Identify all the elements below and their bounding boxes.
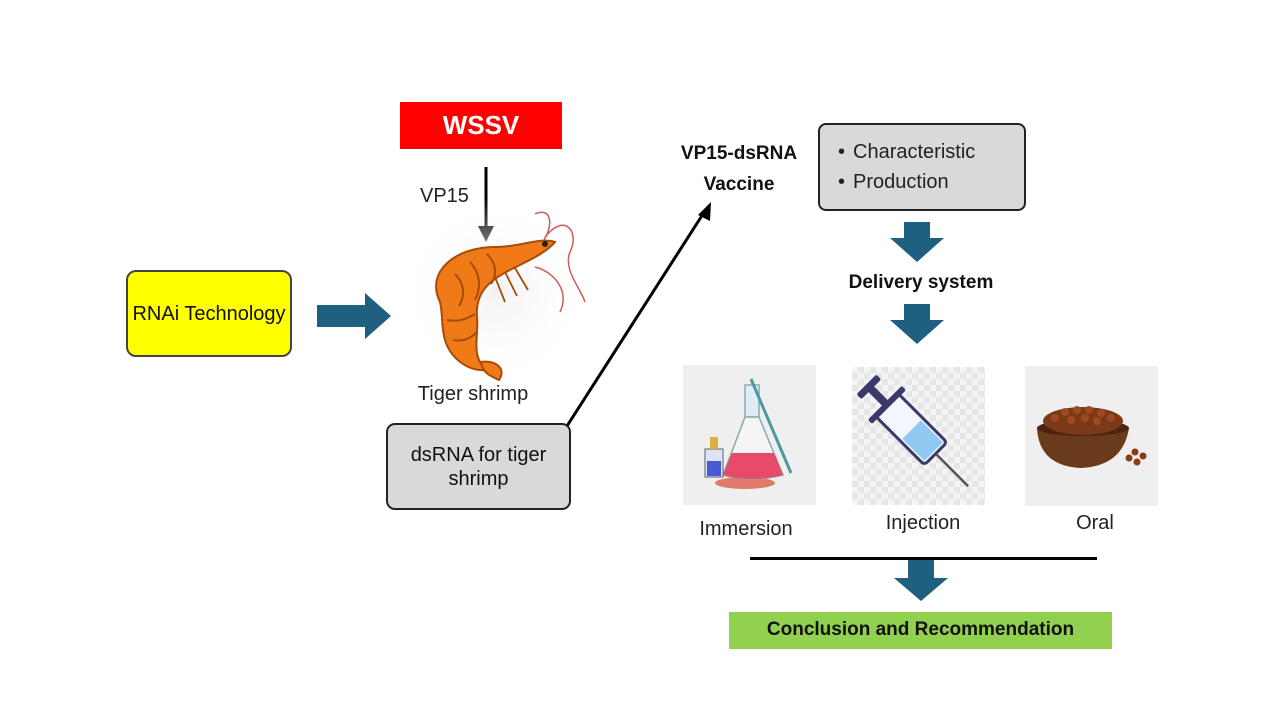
properties-box: Characteristic Production <box>818 123 1026 211</box>
down-arrow-3 <box>894 560 948 601</box>
lab-flask-icon <box>704 378 793 489</box>
feed-bowl-icon <box>1037 406 1147 468</box>
properties-list: Characteristic Production <box>838 137 975 197</box>
delivery-system-label: Delivery system <box>848 272 994 293</box>
immersion-label: Immersion <box>699 518 793 540</box>
dsrna-box: dsRNA for tiger shrimp <box>386 423 571 510</box>
injection-label: Injection <box>885 512 961 534</box>
oral-label: Oral <box>1076 512 1114 534</box>
injection-image <box>852 367 985 505</box>
immersion-image <box>683 365 816 505</box>
divider-line <box>750 557 1097 560</box>
rnai-to-shrimp-arrow <box>317 293 391 339</box>
dsrna-to-vaccine-arrow <box>565 202 711 427</box>
vp15-label: VP15 <box>420 185 469 207</box>
tiger-shrimp-icon <box>399 196 591 388</box>
shrimp-label: Tiger shrimp <box>417 383 529 405</box>
property-item: Production <box>838 167 975 197</box>
oral-image <box>1025 366 1158 506</box>
vaccine-label: VP15-dsRNA Vaccine <box>680 143 798 195</box>
conclusion-box: Conclusion and Recommendation <box>729 612 1112 649</box>
syringe-icon <box>857 375 970 488</box>
down-arrow-2 <box>890 304 944 344</box>
down-arrow-1 <box>890 222 944 262</box>
rnai-technology-box: RNAi Technology <box>126 270 292 357</box>
wssv-box: WSSV <box>400 102 562 149</box>
property-item: Characteristic <box>838 137 975 167</box>
